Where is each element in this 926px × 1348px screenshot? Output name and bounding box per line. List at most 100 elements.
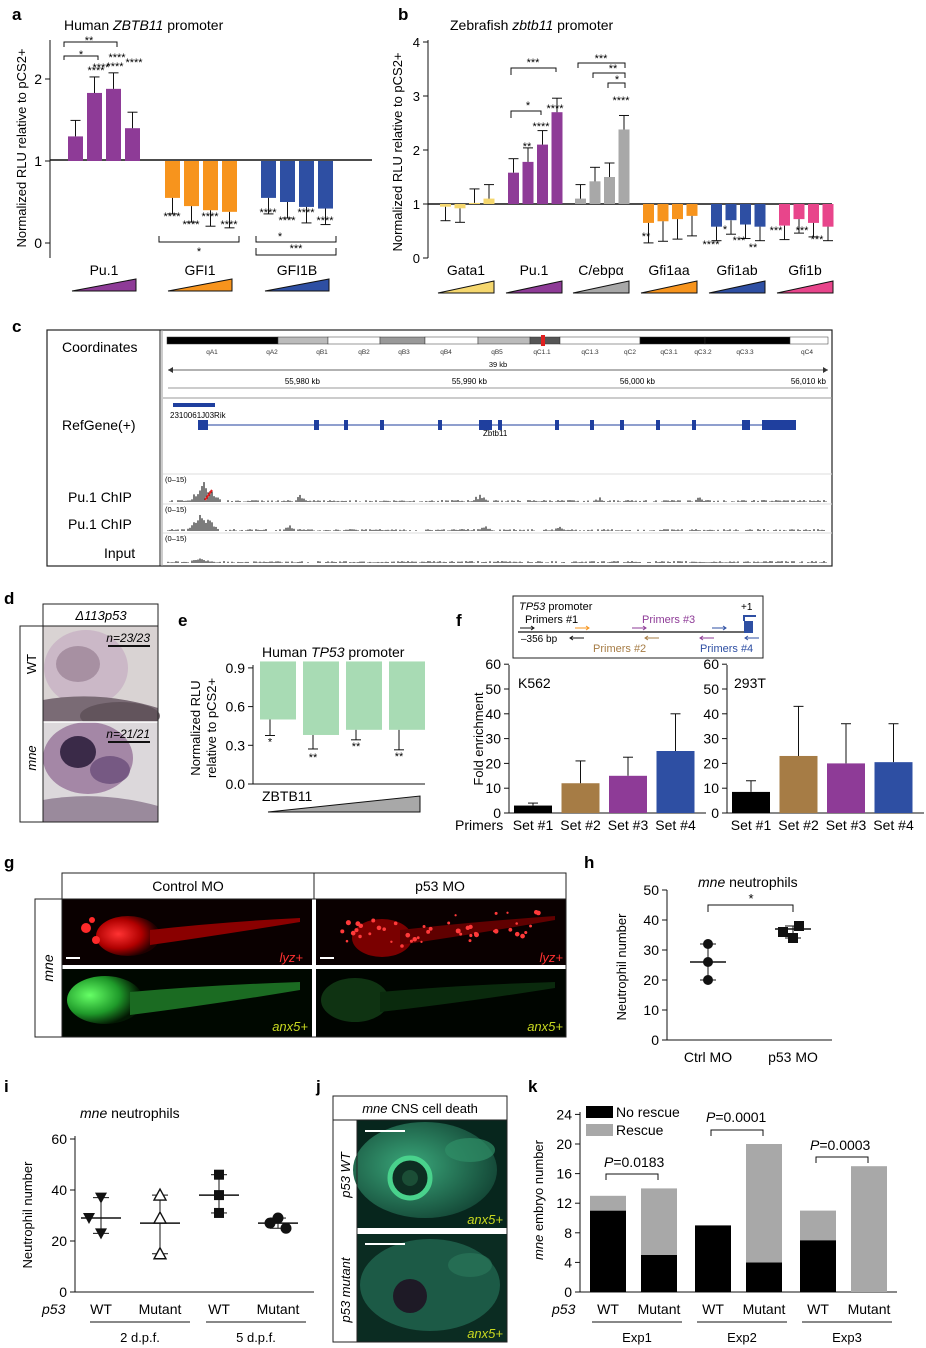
svg-text:–356 bp: –356 bp	[521, 634, 558, 645]
bar	[827, 763, 865, 813]
ytick-label: 50	[643, 882, 659, 898]
panel-e-ylabel-2: relative to pCS2+	[204, 678, 219, 778]
svg-text:+1: +1	[741, 602, 753, 613]
svg-text:56,000 kb: 56,000 kb	[620, 377, 656, 386]
svg-text:(0–15): (0–15)	[165, 475, 187, 484]
panel-h-title: mne neutrophils	[698, 874, 798, 890]
xlabel: Set #4	[873, 817, 914, 833]
neutrophil-dot	[420, 940, 423, 944]
data-point	[778, 927, 788, 937]
ytick-label: 8	[564, 1225, 572, 1241]
bar	[318, 161, 333, 209]
pu1-chip-track-2	[167, 514, 825, 531]
neutrophil-dot	[345, 939, 349, 943]
ytick-label: 30	[485, 731, 501, 747]
sig-star: ****	[220, 219, 238, 231]
neutrophil-dot	[340, 929, 345, 934]
bar	[222, 161, 237, 212]
concentration-ramp	[437, 280, 495, 294]
svg-text:****: ****	[612, 95, 630, 107]
band-label: qA1	[206, 349, 218, 356]
svg-text:Gfi1ab: Gfi1ab	[716, 262, 757, 278]
ytick-label: 60	[51, 1131, 67, 1147]
xlabel: Set #1	[731, 817, 772, 833]
panel-h-letter: h	[584, 853, 594, 872]
svg-text:P=0.0001: P=0.0001	[706, 1109, 767, 1125]
sig-star: ****	[87, 65, 105, 77]
panel-a-significance: **** **** * ** *************************…	[79, 35, 334, 231]
svg-text:*: *	[615, 74, 620, 86]
sig-star: **	[309, 752, 318, 764]
ytick-label: 20	[643, 972, 659, 988]
panel-e-yticks: 0.00.30.60.9	[226, 660, 253, 792]
concentration-ramp	[71, 278, 137, 292]
ytick-label: 60	[485, 656, 501, 672]
data-point	[264, 1217, 276, 1229]
band-label: qC3.3	[736, 349, 754, 356]
neutrophil-dot	[492, 930, 496, 933]
data-point	[95, 1192, 107, 1204]
ideogram-band	[166, 336, 279, 345]
neutrophil-dot	[473, 931, 478, 936]
sig-star: ****	[125, 57, 143, 69]
panel-e-bars: *******	[260, 661, 425, 764]
bar	[725, 204, 737, 221]
concentration-ramp	[572, 280, 630, 294]
ytick-label: 0	[34, 235, 42, 251]
neutrophil-dot	[350, 930, 356, 936]
svg-text:***: ***	[595, 53, 609, 65]
neutrophil-dot	[400, 944, 404, 948]
bar	[604, 177, 615, 204]
svg-text:*: *	[278, 231, 283, 243]
ytick-label: 0.6	[226, 699, 246, 715]
panel-g-fluorescence: g Control MO p53 MO mne	[4, 853, 567, 1038]
control-anx5-marker: anx5+	[272, 1019, 308, 1034]
panel-j-marker-wt: anx5+	[467, 1212, 503, 1227]
bar-rescue	[641, 1188, 677, 1255]
peak-highlight	[204, 489, 213, 501]
panel-b-title: Zebrafish zbtb11 promoter	[450, 17, 613, 33]
ytick-label: 10	[643, 1002, 659, 1018]
bar-no-rescue	[800, 1240, 836, 1292]
bar	[609, 775, 647, 813]
ytick-label: 20	[703, 755, 719, 771]
bar	[454, 204, 466, 209]
bar	[261, 161, 276, 198]
bar	[106, 88, 121, 161]
scale-bar: 39 kb	[168, 360, 828, 373]
ideogram-band	[379, 336, 426, 345]
panel-a-xlabels: Pu.1 GFI1 GFI1B	[90, 262, 318, 278]
panel-j-marker-mutant: anx5+	[467, 1326, 503, 1341]
p53wt-cns-image	[353, 1120, 507, 1228]
svg-text:Mutant: Mutant	[257, 1301, 300, 1317]
exon	[656, 420, 660, 430]
panel-e-xlabel: ZBTB11	[262, 788, 313, 804]
stage-2dpf: 2 d.p.f.	[120, 1330, 160, 1345]
ytick-label: 60	[703, 656, 719, 672]
neutrophil-dot	[493, 928, 499, 934]
neutrophil-dot	[459, 932, 463, 936]
ytick-label: 0	[651, 1032, 659, 1048]
panel-h-xlabels: Ctrl MO p53 MO	[684, 1049, 818, 1065]
bar	[754, 204, 766, 227]
svg-text:Gfi1aa: Gfi1aa	[648, 262, 689, 278]
xlabel: Set #2	[560, 817, 601, 833]
neutrophil-dot	[468, 924, 473, 930]
bar	[711, 204, 722, 227]
xlabel: Mutant	[638, 1301, 681, 1317]
exon	[692, 420, 696, 430]
primers-label: Primers	[455, 817, 503, 833]
svg-text:Ctrl MO: Ctrl MO	[684, 1049, 732, 1065]
ytick-label: 40	[485, 706, 501, 722]
panel-k-letter: k	[528, 1077, 538, 1096]
panel-b-ylabel: Normalized RLU relative to pCS2+	[390, 52, 405, 251]
svg-text:GFI1: GFI1	[184, 262, 215, 278]
ytick-label: 20	[556, 1136, 572, 1152]
sig-star: **	[395, 751, 404, 763]
bar	[522, 161, 534, 204]
panel-i-points	[81, 1169, 298, 1260]
svg-text:Gata1: Gata1	[447, 262, 485, 278]
wt-count: n=23/23	[106, 631, 150, 645]
panel-i: i mne neutrophils Neutrophil number 0204…	[4, 1077, 314, 1345]
